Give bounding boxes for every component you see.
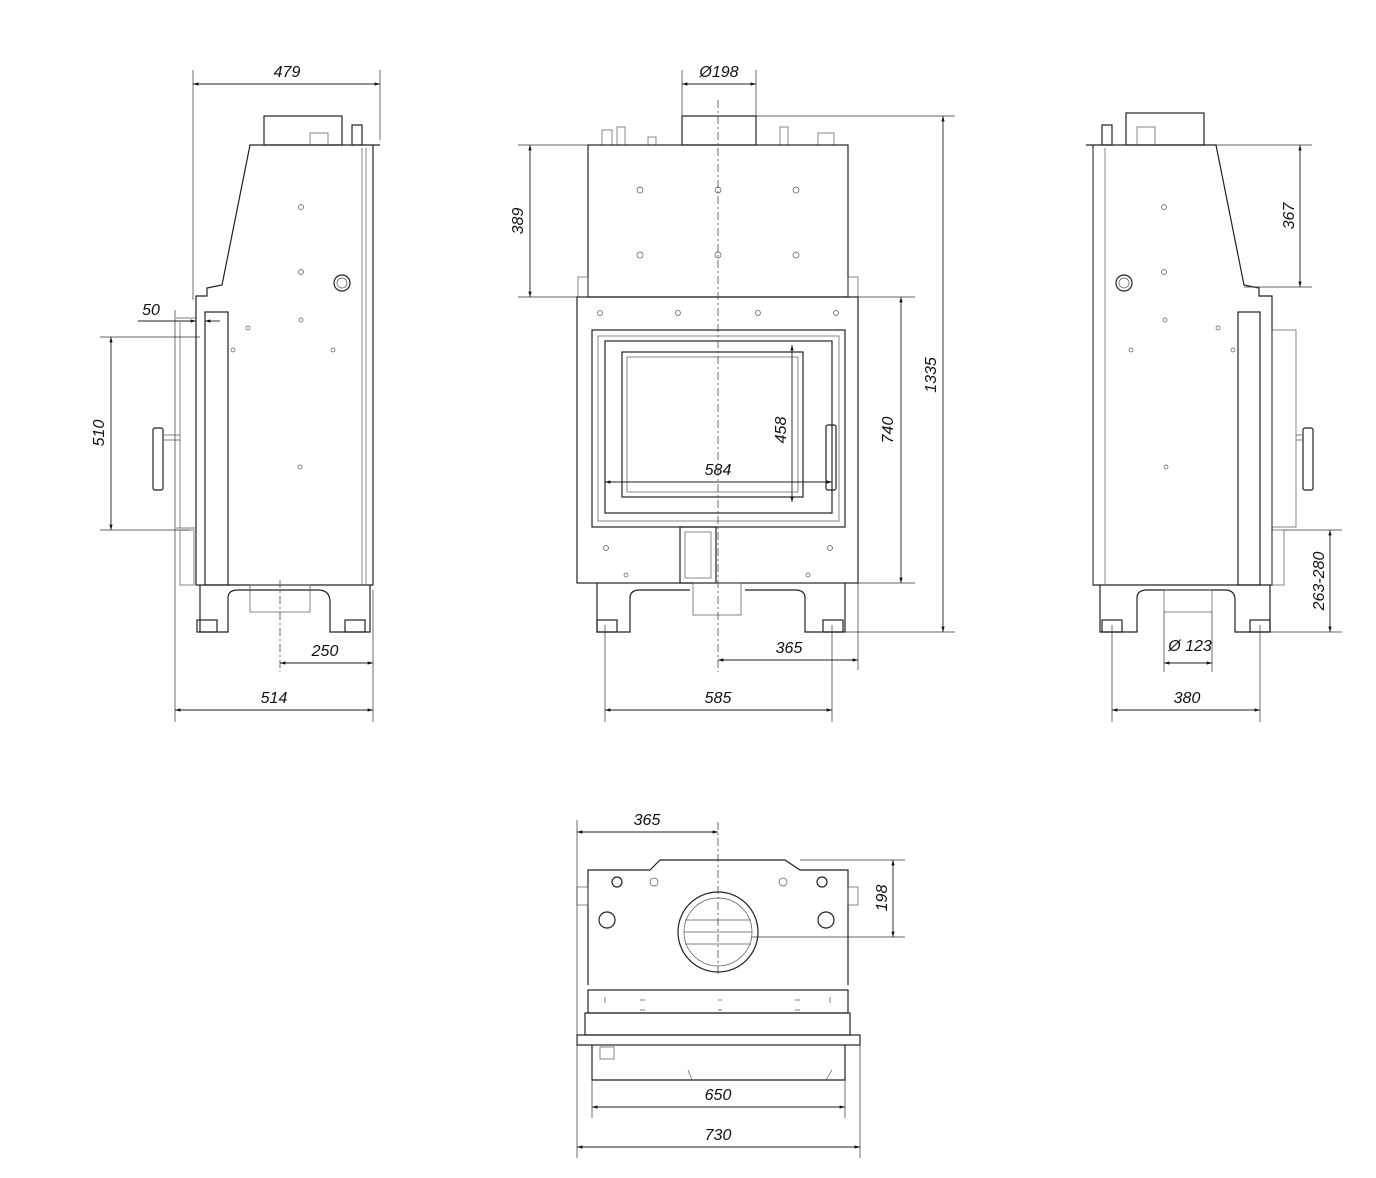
dim-left-depth: 514: [261, 690, 288, 707]
dim-front-flue-offset: 365: [776, 640, 803, 657]
top-view: 365 198 650 730: [576, 812, 905, 1158]
dim-left-door-offset: 50: [142, 302, 160, 319]
right-side-view: 367 263-280 Ø 123 380: [1086, 112, 1342, 722]
dim-left-flue-offset: 250: [311, 643, 339, 660]
dim-front-flue-diameter: Ø198: [698, 64, 738, 81]
door-handle-icon: [825, 424, 837, 491]
door-handle-icon: [152, 427, 164, 491]
dim-top-flue-offset: 365: [634, 812, 661, 829]
door-handle-icon: [1302, 427, 1314, 491]
front-view: Ø198 389 458 584 740 1335 365 585: [510, 64, 955, 722]
dim-left-door-height: 510: [91, 420, 108, 447]
dim-front-leg-span: 585: [705, 690, 732, 707]
dim-right-top-height: 367: [1281, 202, 1298, 230]
dim-top-flue-depth: 198: [874, 885, 891, 912]
dim-top-total-width: 730: [705, 1127, 732, 1144]
dim-front-body-height: 740: [880, 417, 897, 444]
dim-right-leg-span: 380: [1174, 690, 1201, 707]
dim-front-total-height: 1335: [923, 357, 940, 393]
dim-right-inlet-height: 263-280: [1311, 552, 1328, 612]
dim-top-inner-width: 650: [705, 1087, 732, 1104]
dim-front-top-height: 389: [510, 208, 527, 235]
left-side-view: 479 50 510 250 514: [91, 64, 381, 722]
dim-right-pipe-diameter: Ø 123: [1167, 638, 1212, 655]
dim-front-glass-height: 458: [773, 417, 790, 444]
dim-left-width-top: 479: [274, 64, 301, 81]
